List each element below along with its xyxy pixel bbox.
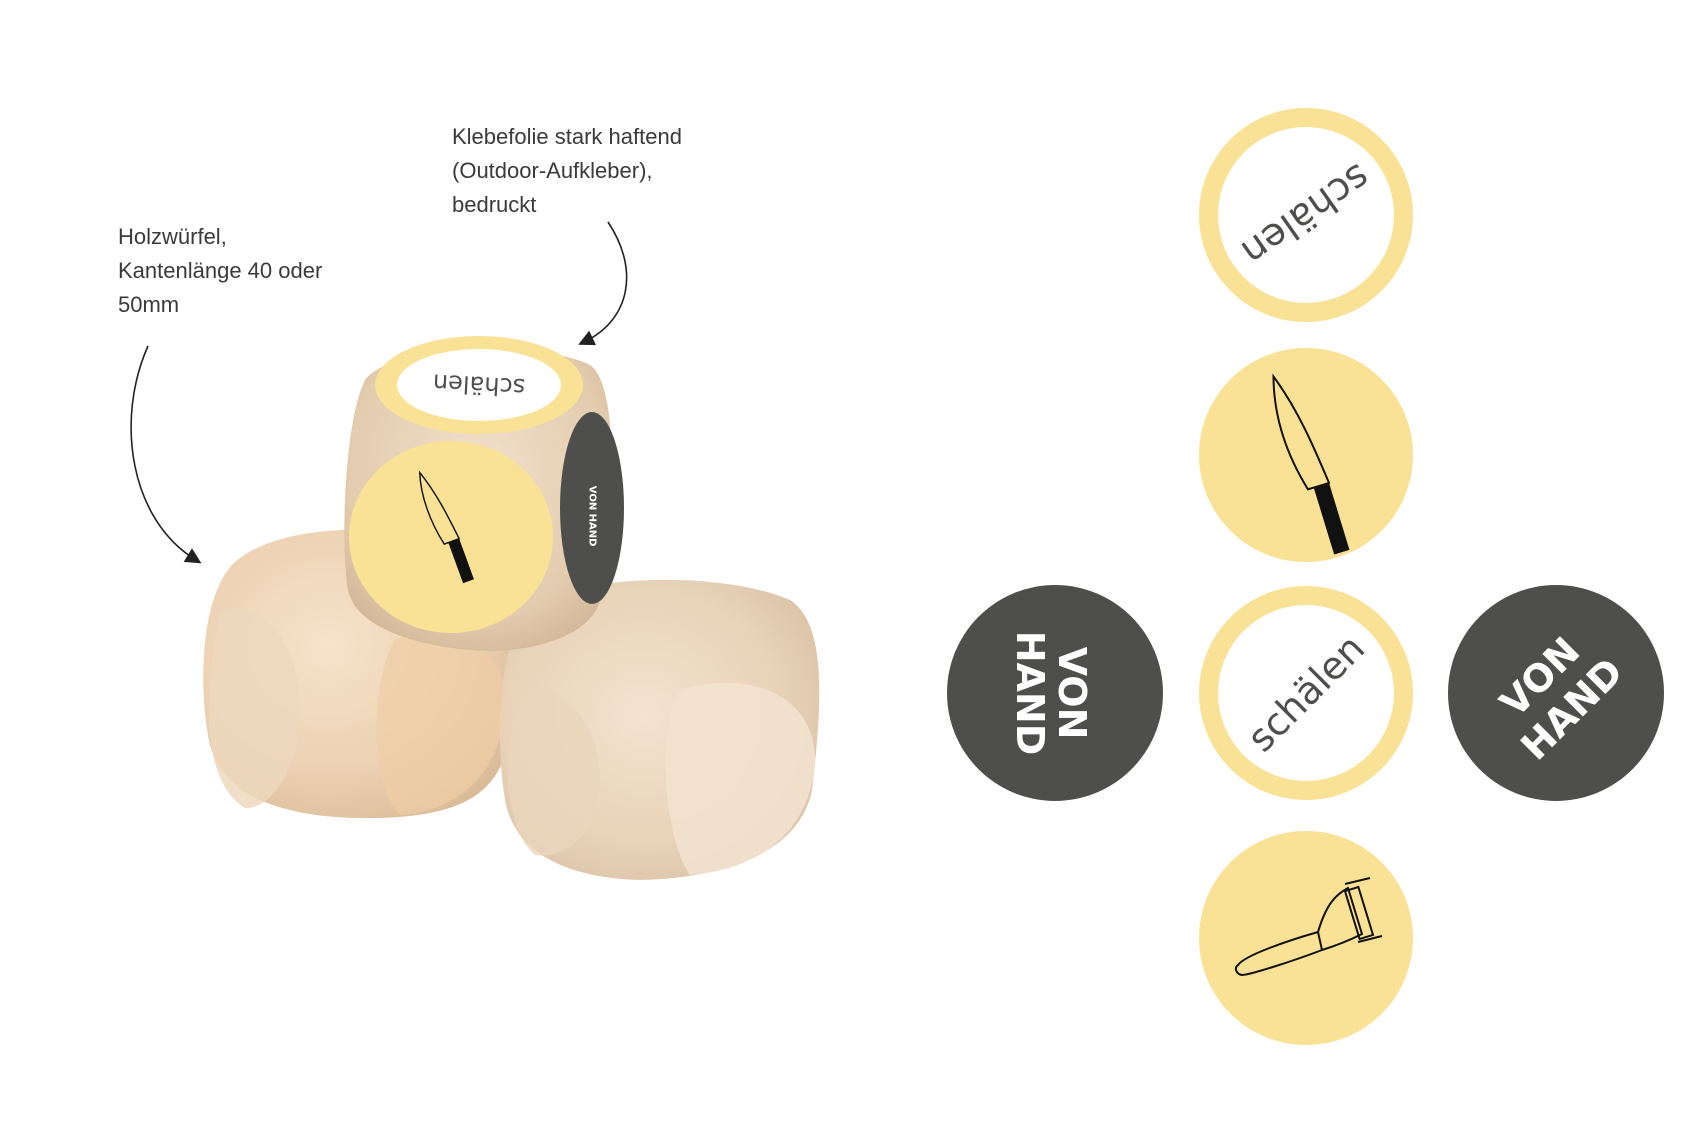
sticker-top-face-text: schälen (432, 369, 526, 402)
net-sticker-left-line1: VON (1050, 647, 1094, 740)
net-sticker-right: VON HAND (1448, 585, 1664, 801)
knife-icon (1272, 373, 1350, 555)
sticker-front-face (349, 441, 553, 633)
sticker-side-face-text: VON (587, 486, 598, 510)
wood-cube-top: schälen VON HAND (344, 336, 624, 651)
net-sticker-peeler (1199, 831, 1413, 1045)
sticker-annotation-line-2: (Outdoor-Aufkleber), (452, 158, 653, 183)
sticker-side-face: VON HAND (560, 412, 624, 604)
wood-cube-right (499, 579, 820, 880)
wood-annotation-line-1: Holzwürfel, (118, 224, 227, 249)
wood-annotation-arrow (130, 345, 202, 564)
net-sticker-knife (1199, 348, 1413, 562)
sticker-annotation-line-1: Klebefolie stark haftend (452, 124, 682, 149)
net-sticker-left: VON HAND (947, 585, 1163, 801)
peeler-icon (1234, 877, 1383, 977)
net-sticker-left-line2: HAND (1008, 631, 1052, 756)
knife-icon (418, 470, 474, 584)
wood-annotation-line-3: 50mm (118, 292, 180, 317)
wood-cube-annotation: Holzwürfel, Kantenlänge 40 oder 50mm (118, 220, 322, 322)
sticker-annotation-line-3: bedruckt (452, 192, 537, 217)
sticker-annotation-arrow (578, 221, 628, 346)
sticker-side-face-text-2: HAND (587, 514, 598, 547)
sticker-top-face: schälen (375, 336, 583, 434)
wood-annotation-line-2: Kantenlänge 40 oder (118, 258, 323, 283)
net-sticker-center: schälen (1199, 586, 1413, 800)
sticker-annotation: Klebefolie stark haftend (Outdoor-Aufkle… (452, 120, 682, 222)
net-sticker-top: schälen (1199, 108, 1413, 322)
